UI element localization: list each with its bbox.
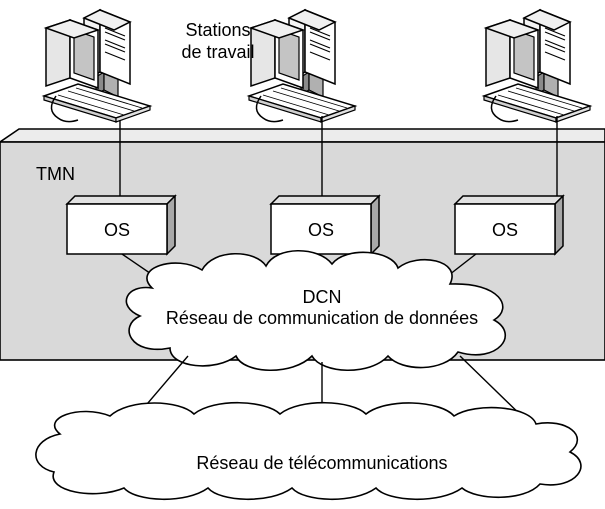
os-label-1: OS <box>104 220 130 240</box>
os-label-2: OS <box>308 220 334 240</box>
telecom-cloud <box>35 401 582 501</box>
workstation-3 <box>483 9 591 123</box>
os-box-3: OS <box>453 194 565 256</box>
workstation-1 <box>43 9 151 123</box>
desktop-computer-icon <box>248 9 356 123</box>
dcn-full-name: Réseau de communication de données <box>166 308 478 328</box>
desktop-computer-icon <box>43 9 151 123</box>
os-label-3: OS <box>492 220 518 240</box>
dcn-cloud <box>125 249 506 372</box>
tmn-label: TMN <box>36 164 75 184</box>
workstations-label-line2: de travail <box>181 42 254 62</box>
dcn-label: DCN <box>303 287 342 307</box>
desktop-computer-icon <box>483 9 591 123</box>
os-box-2: OS <box>269 194 381 256</box>
os-box-1: OS <box>65 194 177 256</box>
telecom-network-label: Réseau de télécommunications <box>196 453 447 473</box>
workstation-2 <box>248 9 356 123</box>
workstations-label-line1: Stations <box>185 20 250 40</box>
